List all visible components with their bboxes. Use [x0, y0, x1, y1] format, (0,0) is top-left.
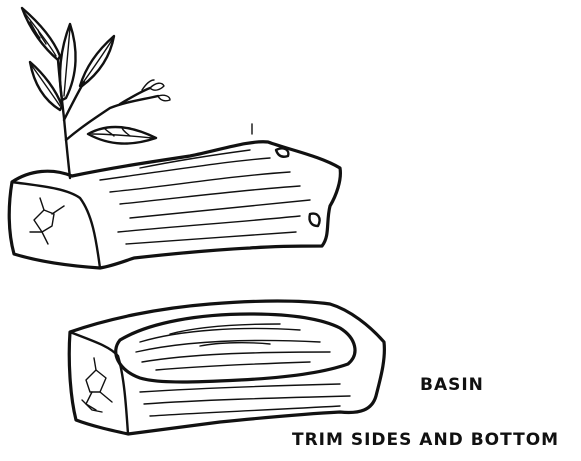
basin-bowl-rim: [116, 314, 355, 382]
carved-basin-drawing: [69, 301, 384, 434]
trim-instruction-label: TRIM SIDES AND BOTTOM: [292, 430, 559, 450]
rough-log-drawing: [9, 8, 340, 268]
plant-sprig: [22, 8, 170, 178]
basin-label: BASIN: [420, 375, 484, 395]
log-outline: [9, 142, 340, 268]
leaf-3: [60, 24, 76, 100]
